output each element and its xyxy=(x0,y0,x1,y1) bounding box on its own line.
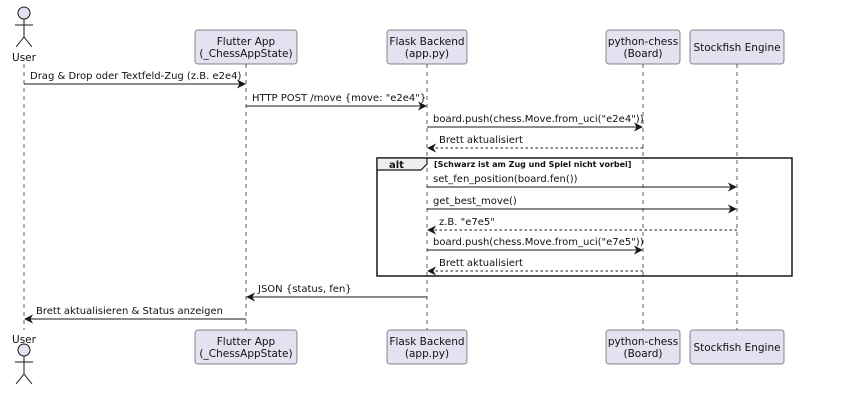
message-label: board.push(chess.Move.from_uci("e7e5")) xyxy=(433,237,644,248)
message-3: board.push(chess.Move.from_uci("e2e4")) xyxy=(427,114,644,132)
participant-label: Flask Backend xyxy=(389,336,464,348)
participant-flask-top: Flask Backend(app.py) xyxy=(386,29,468,65)
participant-pychess-bottom: python-chess(Board) xyxy=(605,329,681,365)
fragment-keyword: alt xyxy=(389,160,404,171)
participant-stockfish-top: Stockfish Engine xyxy=(689,29,785,65)
actor-label: User xyxy=(12,52,37,64)
participant-label: Stockfish Engine xyxy=(693,42,780,54)
message-11: Brett aktualisieren & Status anzeigen xyxy=(24,306,246,324)
message-6: get_best_move() xyxy=(427,196,737,214)
message-1: Drag & Drop oder Textfeld-Zug (z.B. e2e4… xyxy=(24,71,246,89)
message-label: HTTP POST /move {move: "e2e4"} xyxy=(252,93,426,104)
message-label: Brett aktualisieren & Status anzeigen xyxy=(36,306,223,317)
participant-label: (Board) xyxy=(623,48,662,60)
message-10: JSON {status, fen} xyxy=(246,284,427,302)
message-2: HTTP POST /move {move: "e2e4"} xyxy=(246,93,427,111)
actor-label: User xyxy=(12,334,37,346)
actor-user-bottom: User xyxy=(12,334,37,385)
participant-flutter-top: Flutter App(_ChessAppState) xyxy=(194,29,298,65)
alt-fragment: alt [Schwarz ist am Zug und Spiel nicht v… xyxy=(376,157,793,277)
message-label: Drag & Drop oder Textfeld-Zug (z.B. e2e4… xyxy=(30,71,242,82)
actor-user-top: User xyxy=(12,6,37,64)
participant-pychess-top: python-chess(Board) xyxy=(605,29,681,65)
message-label: Brett aktualisiert xyxy=(439,258,523,269)
message-7: z.B. "e7e5" xyxy=(427,217,737,235)
message-9: Brett aktualisiert xyxy=(427,258,643,276)
participant-flutter-bottom: Flutter App(_ChessAppState) xyxy=(194,329,298,365)
message-4: Brett aktualisiert xyxy=(427,135,643,153)
participant-label: (_ChessAppState) xyxy=(199,48,292,60)
message-label: z.B. "e7e5" xyxy=(439,217,495,228)
message-8: board.push(chess.Move.from_uci("e7e5")) xyxy=(427,237,644,255)
actor-icon xyxy=(15,6,33,48)
fragment-condition: [Schwarz ist am Zug und Spiel nicht vorb… xyxy=(434,160,631,169)
participant-label: Flutter App xyxy=(217,336,276,348)
participant-label: (Board) xyxy=(623,348,662,360)
message-label: JSON {status, fen} xyxy=(257,284,352,295)
message-label: board.push(chess.Move.from_uci("e2e4")) xyxy=(433,114,644,125)
message-5: set_fen_position(board.fen()) xyxy=(427,174,737,192)
message-label: get_best_move() xyxy=(433,196,517,207)
actor-icon xyxy=(15,343,33,385)
participant-label: python-chess xyxy=(608,36,678,48)
participant-label: (app.py) xyxy=(405,48,449,60)
participant-label: python-chess xyxy=(608,336,678,348)
participant-flask-bottom: Flask Backend(app.py) xyxy=(386,329,468,365)
message-label: Brett aktualisiert xyxy=(439,135,523,146)
participant-label: Flask Backend xyxy=(389,36,464,48)
message-label: set_fen_position(board.fen()) xyxy=(433,174,578,185)
participant-label: (app.py) xyxy=(405,348,449,360)
participant-label: (_ChessAppState) xyxy=(199,348,292,360)
participant-label: Flutter App xyxy=(217,36,276,48)
participant-label: Stockfish Engine xyxy=(693,342,780,354)
participant-stockfish-bottom: Stockfish Engine xyxy=(689,329,785,365)
